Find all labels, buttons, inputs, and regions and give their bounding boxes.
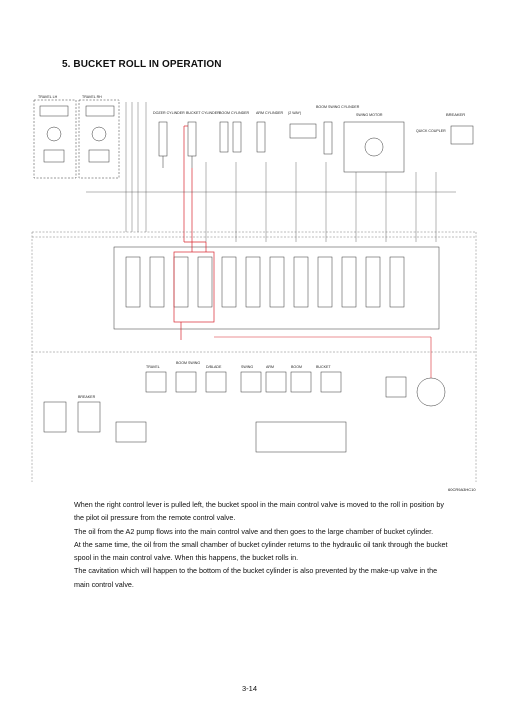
two-way-label: (2 WAY) — [288, 111, 301, 115]
paragraph: At the same time, the oil from the small… — [74, 539, 448, 563]
pilot-bucket-label: BUCKET — [316, 365, 331, 369]
paragraph: When the right control lever is pulled l… — [74, 500, 444, 523]
pump-flow — [214, 336, 432, 378]
travel-rh-label: TRAVEL RH — [82, 95, 102, 99]
cylinders — [158, 121, 333, 168]
figure-code: 60CR9A3HC10 — [448, 487, 476, 492]
pilot-lines — [31, 231, 477, 482]
dozer-cylinder-label: DOZER CYLINDER — [153, 111, 185, 115]
bucket-cylinder-label: BUCKET CYLINDER — [186, 111, 220, 115]
swing-motor-label: SWING MOTOR — [356, 113, 383, 117]
pilot-travel-label: TRAVEL — [146, 365, 160, 369]
travel-lh-label: TRAVEL LH — [38, 95, 58, 99]
swing-motor — [343, 121, 405, 173]
main-control-valve — [113, 246, 440, 330]
line-bundle — [86, 102, 456, 242]
pilot-arm-label: ARM — [266, 365, 274, 369]
pilot-valves — [43, 371, 342, 443]
pilot-swing-label: SWING — [241, 365, 253, 369]
flow-to-bucket-cylinder — [183, 125, 206, 243]
breaker — [450, 125, 474, 145]
paragraph: The oil from the A2 pump flows into the … — [74, 526, 434, 536]
breaker-label: BREAKER — [446, 112, 465, 117]
pump-tank — [255, 376, 446, 453]
pilot-boom-swing-label: BOOM SWING — [176, 361, 200, 365]
page-title: 5. BUCKET ROLL IN OPERATION — [62, 59, 222, 70]
arm-cylinder-label: ARM CYLINDER — [256, 111, 284, 115]
paragraph: The cavitation which will happen to the … — [74, 566, 438, 589]
hydraulic-schematic: TRAVEL LH TRAVEL RH DOZER CYLINDER BUCKE… — [31, 95, 477, 482]
page-number: 3-14 — [242, 684, 258, 693]
pilot-boom-label: BOOM — [291, 365, 302, 369]
boom-cylinder-label: BOOM CYLINDER — [219, 111, 250, 115]
pilot-breaker-label: BREAKER — [78, 395, 96, 399]
boom-swing-cylinder-label: BOOM SWING CYLINDER — [316, 105, 360, 109]
body-text: When the right control lever is pulled l… — [74, 498, 454, 591]
flow-through-valve — [173, 224, 215, 340]
quick-coupler-label: QUICK COUPLER — [416, 129, 446, 133]
pilot-dozer-blade-label: D/BLADE — [206, 365, 222, 369]
travel-motors — [33, 99, 120, 179]
